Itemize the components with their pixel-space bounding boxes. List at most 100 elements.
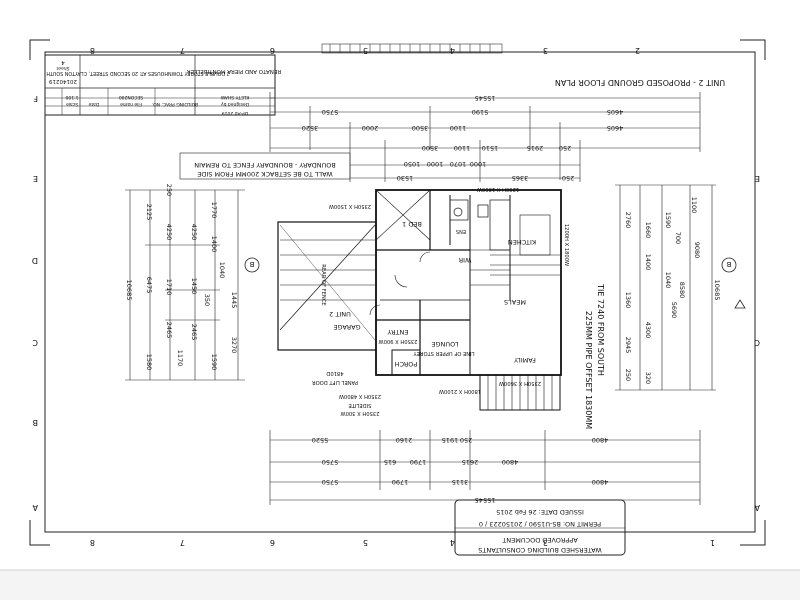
room-label: KITCHEN (508, 238, 536, 246)
client-name: RENATO AND PIERA MONTIBELLER (187, 68, 282, 74)
section-markers: B B (244, 257, 746, 309)
dim-label: 4800 (592, 478, 609, 486)
window-label: 1800H X 2100W (439, 388, 481, 394)
dim-label: 1770 (210, 202, 218, 219)
grid-number: 3 (543, 538, 548, 547)
dim-label: 1070 (450, 160, 467, 168)
room-label: FAMILY (514, 356, 536, 364)
room-label: ENS (456, 228, 466, 234)
dim-label: 2160 (396, 436, 413, 444)
window-label: 1200H X 1800W (563, 224, 569, 266)
dim-label: 9080 (693, 242, 701, 259)
dim-label: 350 (203, 294, 211, 306)
dim-label: 4300 (644, 322, 652, 339)
dim-label: 250 (562, 174, 574, 182)
dim-label: 10685 (125, 280, 133, 301)
dim-label: 1170 (176, 350, 184, 367)
file-label: File name (120, 101, 142, 107)
room-label: MEALS (504, 298, 526, 306)
dim-label: 700 (674, 232, 682, 244)
dim-label: 1790 (392, 478, 409, 486)
file-name: SECON200 (119, 94, 143, 100)
stamp-doc: APPROVED DOCUMENT (502, 536, 577, 544)
dim-label: 5690 (670, 302, 678, 319)
grid-number: 5 (363, 538, 368, 547)
room-label: BED 1 (402, 220, 422, 228)
stamp-permit: PERMIT NO: BS-U1590 / 20150223 / 0 (479, 520, 601, 528)
room-label: UNIT 2 (329, 310, 351, 318)
dim-label: 6475 (145, 277, 153, 294)
dim-label: 4800 (502, 458, 519, 466)
grid-number: 1 (710, 538, 715, 547)
dim-label: 1100 (690, 197, 698, 214)
building-plan (277, 189, 562, 411)
dim-label: 320 (644, 372, 652, 384)
dim-label: 1590 (210, 354, 218, 371)
dim-label: 1915 (442, 436, 459, 444)
panel-size-label: 4810D (326, 370, 343, 376)
sidelite-label: SIDELITE (349, 402, 372, 408)
dim-label: 3270 (230, 337, 238, 354)
note-boundary: BOUNDARY - BOUNDARY FENCE TO REMAIN (194, 161, 336, 169)
dim-label: 3365 (512, 174, 529, 182)
dim-label: 4605 (607, 108, 624, 116)
designed-by-label: Designed by (221, 101, 249, 107)
grid-number: 2 (635, 46, 640, 55)
dim-label: 1510 (482, 144, 499, 152)
dim-label: 10685 (713, 280, 721, 301)
grid-number: 4 (450, 46, 455, 55)
dim-label: 1590 (664, 212, 672, 229)
dim-label: 5750 (322, 108, 339, 116)
dim-label: 1660 (644, 222, 652, 239)
dim-label: 4605 (607, 124, 624, 132)
grid-numbers: 8 7 6 5 4 3 2 8 7 6 5 4 3 1 (90, 46, 715, 547)
drawing-ref: DP-A0 2019 (222, 110, 249, 116)
tie-note: TIE 7240 FROM SOUTH 225MM PIPE OFFSET 18… (584, 283, 605, 429)
dim-label: 3520 (302, 124, 319, 132)
dim-label: 3500 (422, 144, 439, 152)
dim-label: 1040 (664, 272, 672, 289)
dimension-lines-top (269, 92, 701, 182)
dim-label: 5750 (322, 478, 339, 486)
dim-label: 1530 (397, 174, 414, 182)
grid-number: 6 (270, 538, 275, 547)
window-label: 2350H X 3600W (499, 380, 541, 386)
dim-label: 2760 (624, 212, 632, 229)
dim-label: 4250 (190, 224, 198, 241)
dim-label: 5750 (322, 458, 339, 466)
stamp-company: WATERSHED BUILDING CONSULTANTS (478, 546, 601, 554)
grid-letter: C (32, 338, 38, 347)
dim-label: 1445 (230, 292, 238, 309)
room-label: GARAGE (333, 323, 360, 331)
grid-letter: A (754, 503, 760, 512)
dim-label: 1450 (190, 278, 198, 295)
setback-notes: WALL TO BE SETBACK 200MM FROM SIDE BOUND… (179, 152, 351, 180)
grid-letter: A (32, 503, 38, 512)
dim-label: 1100 (450, 124, 467, 132)
room-label: ENTRY (387, 328, 408, 336)
dim-label: 1400 (644, 254, 652, 271)
title-block: RENATO AND PIERA MONTIBELLER 2 DOUBLE ST… (44, 54, 282, 116)
sheet-border (29, 39, 766, 546)
note-wall: WALL TO BE SETBACK 200MM FROM SIDE (197, 170, 332, 178)
dim-label: 1000 (427, 160, 444, 168)
grid-letter: D (32, 256, 38, 265)
window-labels: PANEL LIFT DOOR 4810D 2350H X 1500W 1200… (312, 186, 569, 416)
sheet-number: 4 (61, 59, 65, 65)
dimensions-left: 10685 6475 2125 4250 1580 2465 1710 250 … (125, 184, 238, 370)
room-label: LOUNGE (431, 340, 458, 348)
grid-number: 4 (450, 538, 455, 547)
drawing-title: UNIT 2 - PROPOSED GROUND FLOOR PLAN (555, 78, 725, 87)
dim-label: 250 (624, 369, 632, 381)
sheet-label: Sheet (56, 65, 69, 71)
grid-number: 3 (543, 46, 548, 55)
dimensions-right: 10685 8580 9080 5690 4300 2945 2760 1360… (624, 197, 721, 384)
window-label: 2350H X 300W (341, 410, 380, 416)
grid-letter: B (33, 418, 39, 427)
grid-letter: E (755, 174, 760, 183)
dim-label: 1790 (410, 458, 427, 466)
grid-letter: F (33, 94, 38, 103)
deck-hatch (487, 375, 553, 410)
scan-margin (0, 570, 800, 600)
